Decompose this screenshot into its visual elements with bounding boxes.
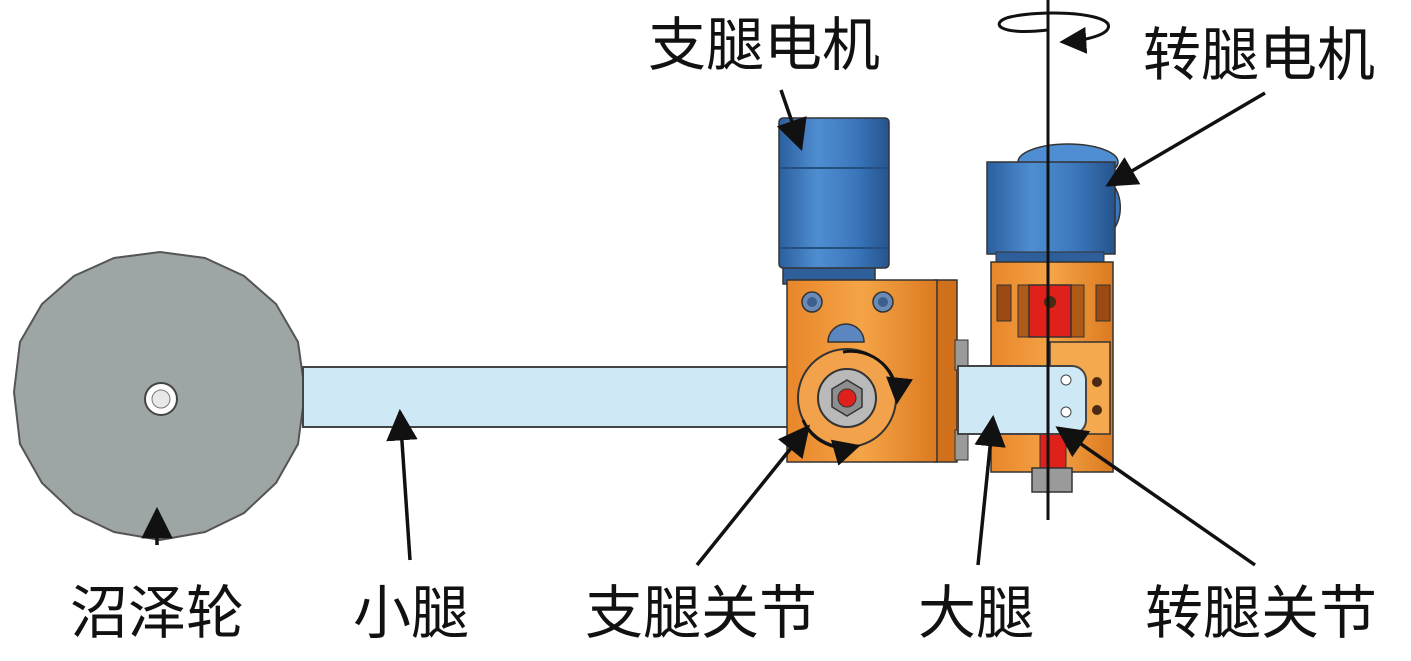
- arrow-rotating-leg-joint: [1055, 426, 1256, 567]
- label-support-leg-motor: 支腿电机: [648, 11, 881, 79]
- support-leg-motor: [778, 117, 890, 285]
- thigh-link: [957, 365, 1087, 435]
- arrow-support-leg-joint: [695, 424, 810, 567]
- arrow-shank: [386, 408, 418, 561]
- shank-link: [302, 366, 810, 428]
- rotating-leg-motor: [986, 143, 1122, 265]
- label-support-leg-joint: 支腿关节: [585, 579, 818, 647]
- arrow-support-leg-motor: [776, 89, 807, 151]
- arrow-thigh: [974, 414, 1006, 566]
- support-joint-rotation-arrow: [842, 349, 913, 405]
- support-leg-housing: [786, 279, 969, 466]
- leader-arrows: [141, 89, 1266, 567]
- label-shank: 小腿: [353, 579, 470, 647]
- arrow-rotating-leg-motor: [1105, 91, 1266, 187]
- axis-rotation-arrow: [997, 11, 1110, 54]
- label-marsh-wheel: 沼泽轮: [70, 579, 245, 647]
- rotation-axis: [997, 0, 1110, 520]
- label-rotating-leg-joint: 转腿关节: [1145, 579, 1378, 647]
- label-thigh: 大腿: [918, 579, 1035, 647]
- marsh-wheel: [12, 250, 307, 542]
- label-rotating-leg-motor: 转腿电机: [1143, 21, 1376, 89]
